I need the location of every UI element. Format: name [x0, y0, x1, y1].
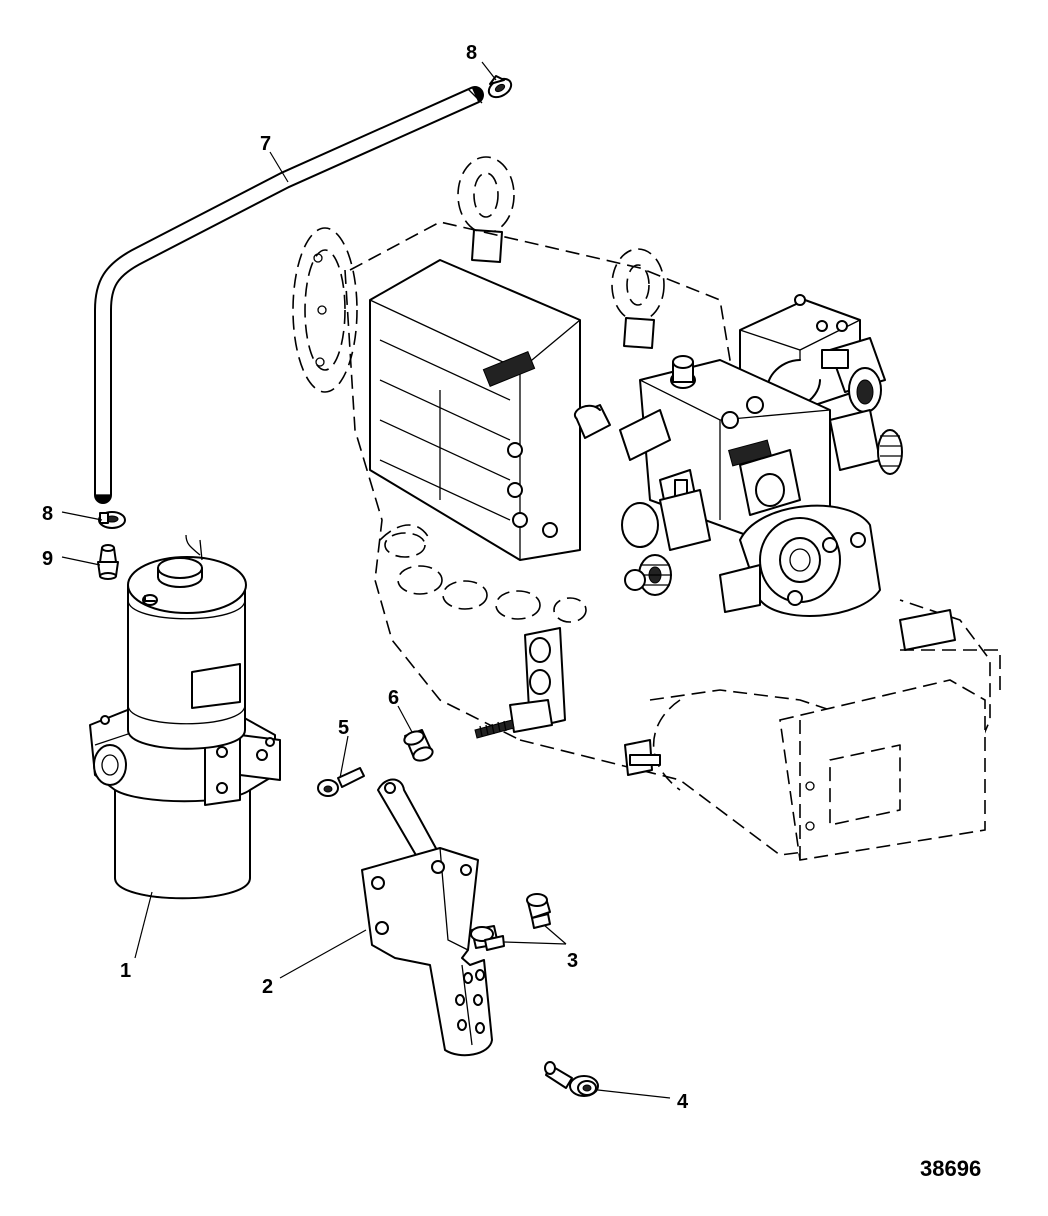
callout-5: 5 [338, 717, 349, 739]
hose-clamp-top [487, 75, 513, 99]
hose [94, 86, 484, 504]
hose-clamp-left [98, 511, 126, 529]
bolt-3b [470, 925, 505, 951]
leader-lines [61, 61, 671, 1099]
callout-2: 2 [262, 976, 273, 998]
transmission-phantom-outline [292, 156, 1001, 861]
bolt-3a [526, 893, 551, 929]
pump-filter-assembly [89, 534, 281, 900]
barbed-fitting [97, 544, 119, 580]
mounting-bracket [361, 778, 493, 1057]
socket-cap-screw [317, 767, 365, 797]
spacer-bushing [403, 729, 434, 762]
callout-8-left: 8 [42, 503, 53, 525]
flange-bolt [544, 1061, 599, 1097]
callout-3: 3 [567, 950, 578, 972]
callout-6: 6 [388, 687, 399, 709]
callout-7: 7 [260, 133, 271, 155]
callout-9: 9 [42, 548, 53, 570]
callout-8-top: 8 [466, 42, 477, 64]
figure-id: 38696 [920, 1156, 981, 1181]
threaded-stud [474, 699, 553, 739]
callout-4: 4 [677, 1091, 689, 1113]
callout-1: 1 [120, 960, 131, 982]
